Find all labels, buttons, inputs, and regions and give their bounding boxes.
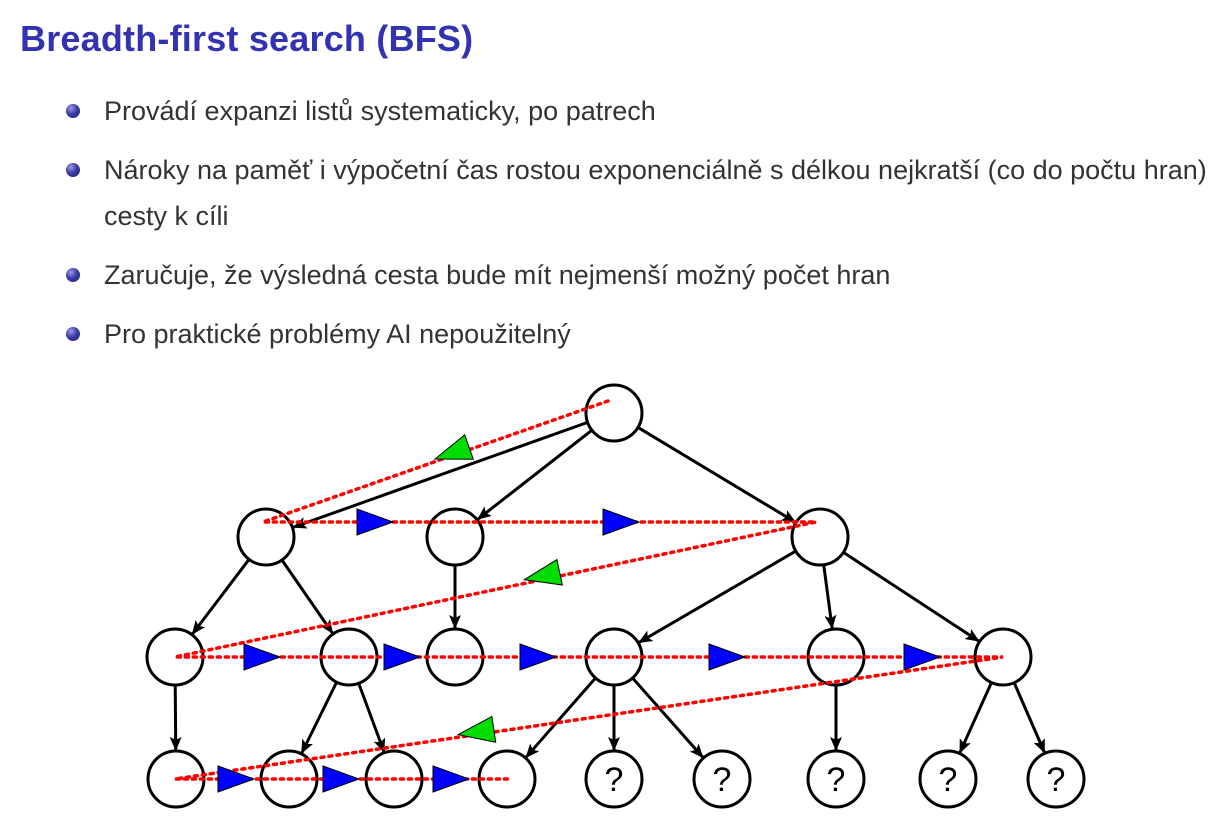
- traversal-line: [174, 399, 1004, 781]
- tree-edge: [300, 681, 338, 754]
- bullet-item: Pro praktické problémy AI nepoužitelný: [62, 311, 1212, 357]
- tree-edge: [280, 559, 334, 635]
- tree-edge: [638, 549, 797, 644]
- slide-title: Breadth-first search (BFS): [20, 18, 474, 59]
- bullet-item: Zaručuje, že výsledná cesta bude mít nej…: [62, 252, 1212, 298]
- forward-arrow-icon: [243, 643, 282, 671]
- forward-arrow-icon: [356, 508, 395, 536]
- node-circle: [1026, 749, 1086, 809]
- tree-node: ?: [806, 749, 866, 809]
- tree-edge: [822, 564, 837, 630]
- forward-arrow-icon: [217, 765, 256, 793]
- node-circle: [425, 507, 485, 567]
- node-label: ?: [605, 761, 624, 799]
- tree-node: ?: [918, 749, 978, 809]
- node-label: ?: [1047, 761, 1066, 799]
- node-circle: [584, 383, 644, 443]
- tree-node: [584, 383, 644, 443]
- tree-edge: [191, 558, 251, 635]
- return-arrow-icon: [522, 558, 563, 586]
- tree-edge: [524, 677, 597, 759]
- bullet-list: Provádí expanzi listů systematicky, po p…: [62, 88, 1212, 370]
- tree-node: ?: [692, 749, 752, 809]
- node-circle: [584, 749, 644, 809]
- tree-node: [425, 507, 485, 567]
- node-circle: [790, 507, 850, 567]
- traversal-markers: [217, 433, 942, 793]
- forward-arrow-icon: [322, 765, 361, 793]
- bullet-text: Pro praktické problémy AI nepoužitelný: [104, 319, 571, 349]
- bullet-icon: [66, 268, 80, 282]
- tree-node: ?: [1026, 749, 1086, 809]
- tree-edge: [637, 426, 797, 524]
- bullet-text: Zaručuje, že výsledná cesta bude mít nej…: [104, 260, 891, 290]
- node-label: ?: [939, 761, 958, 799]
- bullet-icon: [66, 104, 80, 118]
- return-arrow-icon: [456, 715, 497, 743]
- tree-edge: [631, 676, 704, 759]
- tree-edge: [958, 681, 993, 754]
- forward-arrow-icon: [432, 765, 471, 793]
- tree-edge: [842, 551, 980, 643]
- bfs-traversal-path: [174, 399, 1004, 781]
- forward-arrow-icon: [519, 643, 558, 671]
- tree-node: [236, 507, 296, 567]
- forward-arrow-icon: [903, 643, 942, 671]
- tree-edges: [169, 420, 1046, 759]
- tree-edge: [476, 429, 593, 521]
- bullet-item: Nároky na paměť i výpočetní čas rostou e…: [62, 147, 1212, 239]
- forward-arrow-icon: [602, 508, 641, 536]
- bullet-item: Provádí expanzi listů systematicky, po p…: [62, 88, 1212, 134]
- tree-edge: [292, 420, 589, 529]
- return-arrow-icon: [433, 433, 475, 460]
- bullet-icon: [66, 163, 80, 177]
- forward-arrow-icon: [383, 643, 422, 671]
- tree-edge: [357, 682, 386, 753]
- bullet-icon: [66, 327, 80, 341]
- bullet-text: Nároky na paměť i výpočetní čas rostou e…: [104, 155, 1207, 231]
- tree-edge: [169, 684, 182, 752]
- forward-arrow-icon: [708, 643, 747, 671]
- node-circle: [692, 749, 752, 809]
- tree-node: [790, 507, 850, 567]
- tree-node: ?: [584, 749, 644, 809]
- tree-edge: [1012, 682, 1046, 754]
- node-circle: [918, 749, 978, 809]
- node-circle: [806, 749, 866, 809]
- node-label: ?: [827, 761, 846, 799]
- node-circle: [236, 507, 296, 567]
- bullet-text: Provádí expanzi listů systematicky, po p…: [104, 96, 656, 126]
- node-label: ?: [713, 761, 732, 799]
